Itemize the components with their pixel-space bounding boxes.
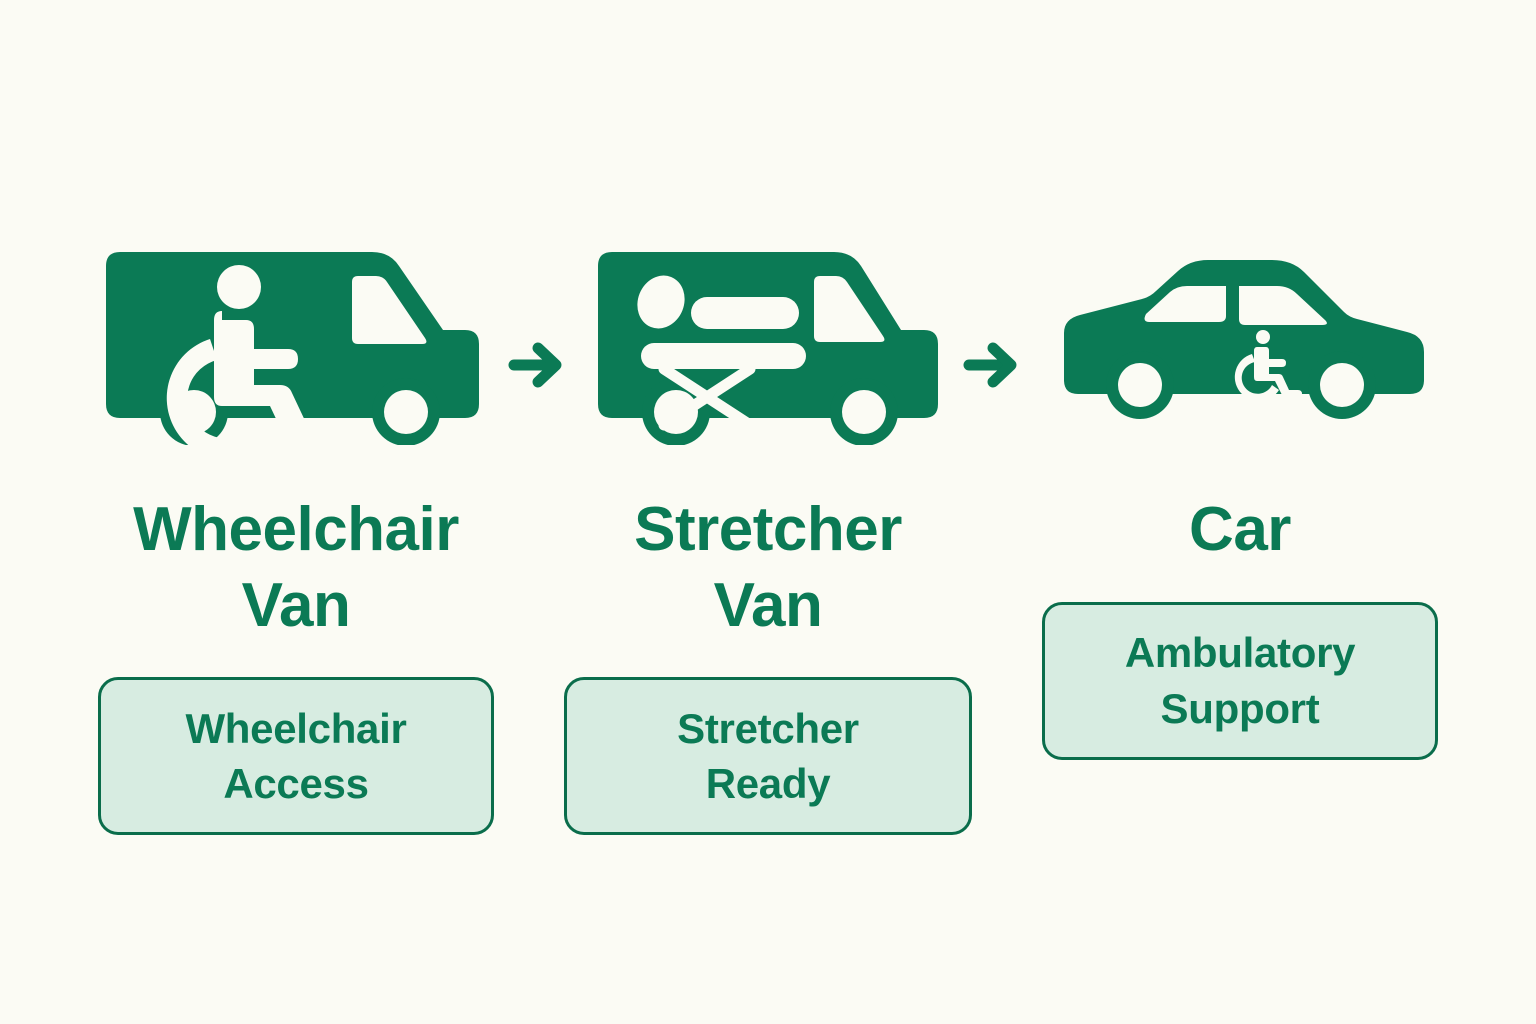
status-badge-label: Ambulatory Support <box>1109 625 1371 736</box>
status-badge-ambulatory-support[interactable]: Ambulatory Support <box>1042 601 1438 760</box>
status-badge-line-1: Ambulatory <box>1124 629 1356 677</box>
option-title-line-2: Van <box>713 570 823 640</box>
status-badge-line-2: Access <box>223 760 369 808</box>
option-car[interactable]: Car Ambulatory Support <box>1035 0 1445 760</box>
option-wheelchair-van[interactable]: Wheelchair Van Wheelchair Access <box>91 0 501 836</box>
wheelchair-van-icon <box>91 235 501 450</box>
option-title: Stretcher Van <box>634 492 902 643</box>
stretcher-van-icon <box>563 235 973 450</box>
status-badge-line-2: Ready <box>705 760 831 808</box>
option-title-line-1: Car <box>1189 495 1291 564</box>
accessible-car-icon <box>1035 235 1445 450</box>
arrow-right-icon <box>955 330 1025 400</box>
status-badge-label: Stretcher Ready <box>661 701 875 812</box>
status-badge-line-2: Support <box>1160 684 1320 732</box>
option-stretcher-van[interactable]: Stretcher Van Stretcher Ready <box>563 0 973 836</box>
arrow-right-icon <box>500 330 570 400</box>
status-badge-stretcher-ready[interactable]: Stretcher Ready <box>564 677 972 836</box>
option-title: Car <box>1189 492 1291 568</box>
status-badge-line-1: Stretcher <box>677 704 859 752</box>
option-title-line-1: Stretcher <box>634 495 902 564</box>
option-title-line-1: Wheelchair <box>133 495 459 564</box>
status-badge-line-1: Wheelchair <box>185 704 407 752</box>
option-title: Wheelchair Van <box>133 492 459 643</box>
status-badge-wheelchair-access[interactable]: Wheelchair Access <box>98 677 494 836</box>
option-title-line-2: Van <box>241 570 351 640</box>
status-badge-label: Wheelchair Access <box>169 701 422 812</box>
